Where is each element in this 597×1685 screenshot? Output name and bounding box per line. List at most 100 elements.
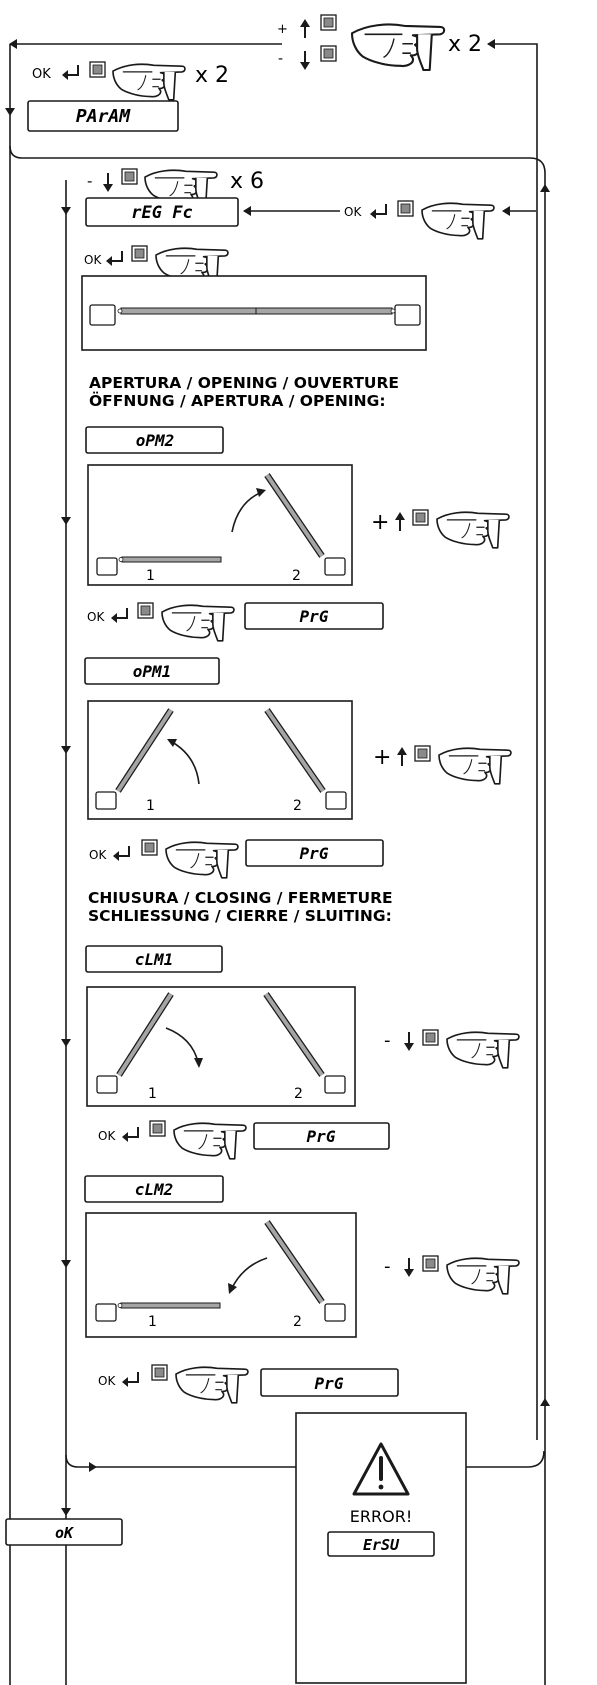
- pointing-hand-icon: [350, 23, 446, 72]
- opm2-display: [85, 426, 224, 454]
- minus-key-label: -: [384, 1256, 391, 1277]
- pointing-hand-icon: [173, 1122, 247, 1160]
- pointing-hand-icon: [112, 63, 186, 101]
- enter-arrow-icon: [121, 1371, 139, 1388]
- error-title: ERROR!: [350, 1507, 412, 1526]
- button-square-icon[interactable]: [422, 1029, 439, 1046]
- enter-arrow-icon: [112, 845, 130, 862]
- button-square-icon[interactable]: [412, 509, 429, 526]
- button-square-icon[interactable]: [131, 245, 148, 262]
- minus-key-label: -: [384, 1030, 391, 1051]
- down-arrow-icon: [403, 1257, 415, 1278]
- repeat-count-x2: x 2: [195, 63, 229, 88]
- down-arrow-icon: [403, 1031, 415, 1052]
- leaf-1-label: 1: [146, 798, 155, 814]
- gate-closed-panel: [81, 275, 427, 351]
- clm2-display: [84, 1175, 224, 1203]
- pointing-hand-icon: [446, 1031, 520, 1069]
- opening-heading-line2: ÖFFNUNG / APERTURA / OPENING:: [89, 391, 386, 410]
- param-display-text: PArAM: [76, 106, 131, 127]
- error-code-display-text: ErSU: [363, 1536, 400, 1554]
- ok-result-display: [5, 1518, 123, 1546]
- pointing-hand-icon: [161, 604, 235, 642]
- ok-key-label: OK: [98, 1374, 116, 1388]
- warning-triangle-icon: [352, 1442, 410, 1496]
- flow-lines: [9, 43, 546, 1685]
- ok-result-display-text: oK: [55, 1524, 75, 1542]
- prg-display: [245, 839, 384, 867]
- gate-panel-open-leaf1: 1 2: [87, 700, 353, 820]
- plus-key-label: +: [373, 745, 391, 770]
- gate-panel-open-leaf2: 1 2: [87, 464, 353, 586]
- plus-key-label: +: [371, 510, 389, 535]
- ok-key-label: OK: [344, 205, 362, 219]
- opm1-display: [84, 657, 220, 685]
- prg-display: [244, 602, 384, 630]
- button-square-icon[interactable]: [141, 839, 158, 856]
- minus-key-label: -: [87, 172, 92, 190]
- ok-key-x2-group: OK x 2: [32, 61, 229, 101]
- leaf-2-label: 2: [292, 568, 301, 584]
- pointing-hand-icon: [175, 1366, 249, 1404]
- down-arrow-icon: [102, 172, 114, 193]
- button-square-icon[interactable]: [320, 14, 337, 31]
- reg-fc-display: [85, 197, 239, 227]
- reg-fc-display-text: rEG Fc: [131, 203, 192, 223]
- pointing-hand-icon: [165, 841, 239, 879]
- prg-display-text: PrG: [307, 1127, 336, 1146]
- plus-key-group: +: [373, 745, 512, 785]
- leaf-1-label: 1: [148, 1086, 157, 1102]
- button-square-icon[interactable]: [414, 745, 431, 762]
- gate-panel-close-leaf2: 1 2: [85, 1212, 357, 1338]
- pointing-hand-icon: [436, 511, 510, 549]
- minus-key-x6-group: - x 6: [87, 168, 264, 207]
- button-square-icon[interactable]: [320, 45, 337, 62]
- closing-heading-line2: SCHLIESSUNG / CIERRE / SLUITING:: [88, 907, 392, 925]
- ok-key-group: OK: [89, 839, 239, 879]
- leaf-2-label: 2: [293, 798, 302, 814]
- enter-arrow-icon: [105, 250, 123, 267]
- ok-key-label: OK: [89, 848, 107, 862]
- ok-key-group: OK: [98, 1364, 249, 1404]
- minus-key-group: -: [384, 1255, 520, 1295]
- prg-display-text: PrG: [300, 607, 329, 626]
- param-display: [27, 100, 179, 132]
- repeat-count-x2: x 2: [448, 32, 482, 57]
- ok-key-return-group: OK: [344, 200, 495, 240]
- plus-minus-key-group: + - x 2: [277, 14, 482, 72]
- enter-arrow-icon: [61, 64, 79, 81]
- enter-arrow-icon: [121, 1126, 139, 1143]
- leaf-1-label: 1: [146, 568, 155, 584]
- ok-key-label: OK: [32, 67, 51, 82]
- minus-key-label: -: [278, 51, 283, 67]
- opm2-display-text: oPM2: [136, 431, 175, 450]
- prg-display: [253, 1122, 390, 1150]
- opening-heading-line1: APERTURA / OPENING / OUVERTURE: [89, 374, 399, 392]
- button-square-icon[interactable]: [137, 602, 154, 619]
- button-square-icon[interactable]: [397, 200, 414, 217]
- pointing-hand-icon: [421, 202, 495, 240]
- clm2-display-text: cLM2: [135, 1180, 174, 1199]
- up-arrow-icon: [299, 18, 311, 39]
- enter-arrow-icon: [369, 203, 387, 220]
- prg-display-text: PrG: [300, 844, 329, 863]
- up-arrow-icon: [394, 511, 406, 532]
- button-square-icon[interactable]: [149, 1120, 166, 1137]
- error-box: ERROR! ErSU: [295, 1412, 467, 1684]
- button-square-icon[interactable]: [89, 61, 106, 78]
- ok-key-label: OK: [87, 610, 105, 624]
- opm1-display-text: oPM1: [133, 662, 172, 681]
- button-square-icon[interactable]: [151, 1364, 168, 1381]
- leaf-2-label: 2: [294, 1086, 303, 1102]
- button-square-icon[interactable]: [422, 1255, 439, 1272]
- pointing-hand-icon: [446, 1257, 520, 1295]
- ok-key-group: OK: [84, 245, 229, 285]
- button-square-icon[interactable]: [121, 168, 138, 185]
- prg-display: [260, 1368, 399, 1397]
- ok-key-label: OK: [84, 253, 102, 267]
- pointing-hand-icon: [438, 747, 512, 785]
- ok-key-group: OK: [87, 602, 235, 642]
- minus-key-group: -: [384, 1029, 520, 1069]
- up-arrow-icon: [396, 746, 408, 767]
- clm1-display-text: cLM1: [135, 950, 174, 969]
